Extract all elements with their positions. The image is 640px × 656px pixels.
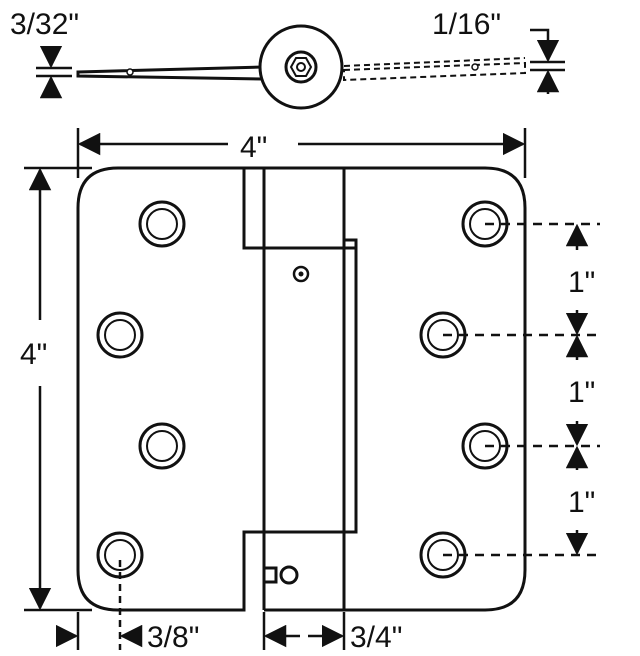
screw-hole	[138, 422, 186, 470]
dim-overall-height	[24, 166, 92, 612]
screw-hole	[96, 531, 144, 579]
hinge-side-view	[76, 24, 526, 110]
label-overall-height: 4"	[20, 338, 47, 371]
dim-left-thickness	[36, 45, 72, 99]
screw-hole	[96, 311, 144, 359]
knuckle-screw	[292, 265, 310, 283]
label-hole-edge-offset: 3/8"	[147, 621, 199, 654]
right-leaf-edge	[343, 61, 526, 82]
dim-knuckle-width	[262, 612, 346, 650]
dim-right-thickness	[530, 28, 565, 94]
dim-overall-width	[76, 128, 527, 178]
left-leaf-holes	[96, 200, 186, 579]
right-leaf-holes	[419, 200, 509, 579]
dim-hole-edge-offset	[55, 560, 143, 650]
label-spacing-2: 1"	[568, 376, 595, 409]
knuckle-plate	[262, 246, 358, 534]
label-knuckle-width: 3/4"	[350, 621, 402, 654]
pin-detail	[279, 565, 299, 585]
label-spacing-3: 1"	[568, 486, 595, 519]
label-thickness-left: 3/32"	[10, 8, 79, 41]
label-spacing-1: 1"	[568, 266, 595, 299]
label-overall-width: 4"	[240, 131, 267, 164]
left-leaf	[76, 166, 264, 612]
left-leaf-edge	[76, 65, 264, 81]
hinge-front-view	[76, 166, 527, 612]
right-leaf	[344, 166, 527, 612]
label-thickness-right: 1/16"	[432, 8, 501, 41]
screw-hole	[138, 200, 186, 248]
